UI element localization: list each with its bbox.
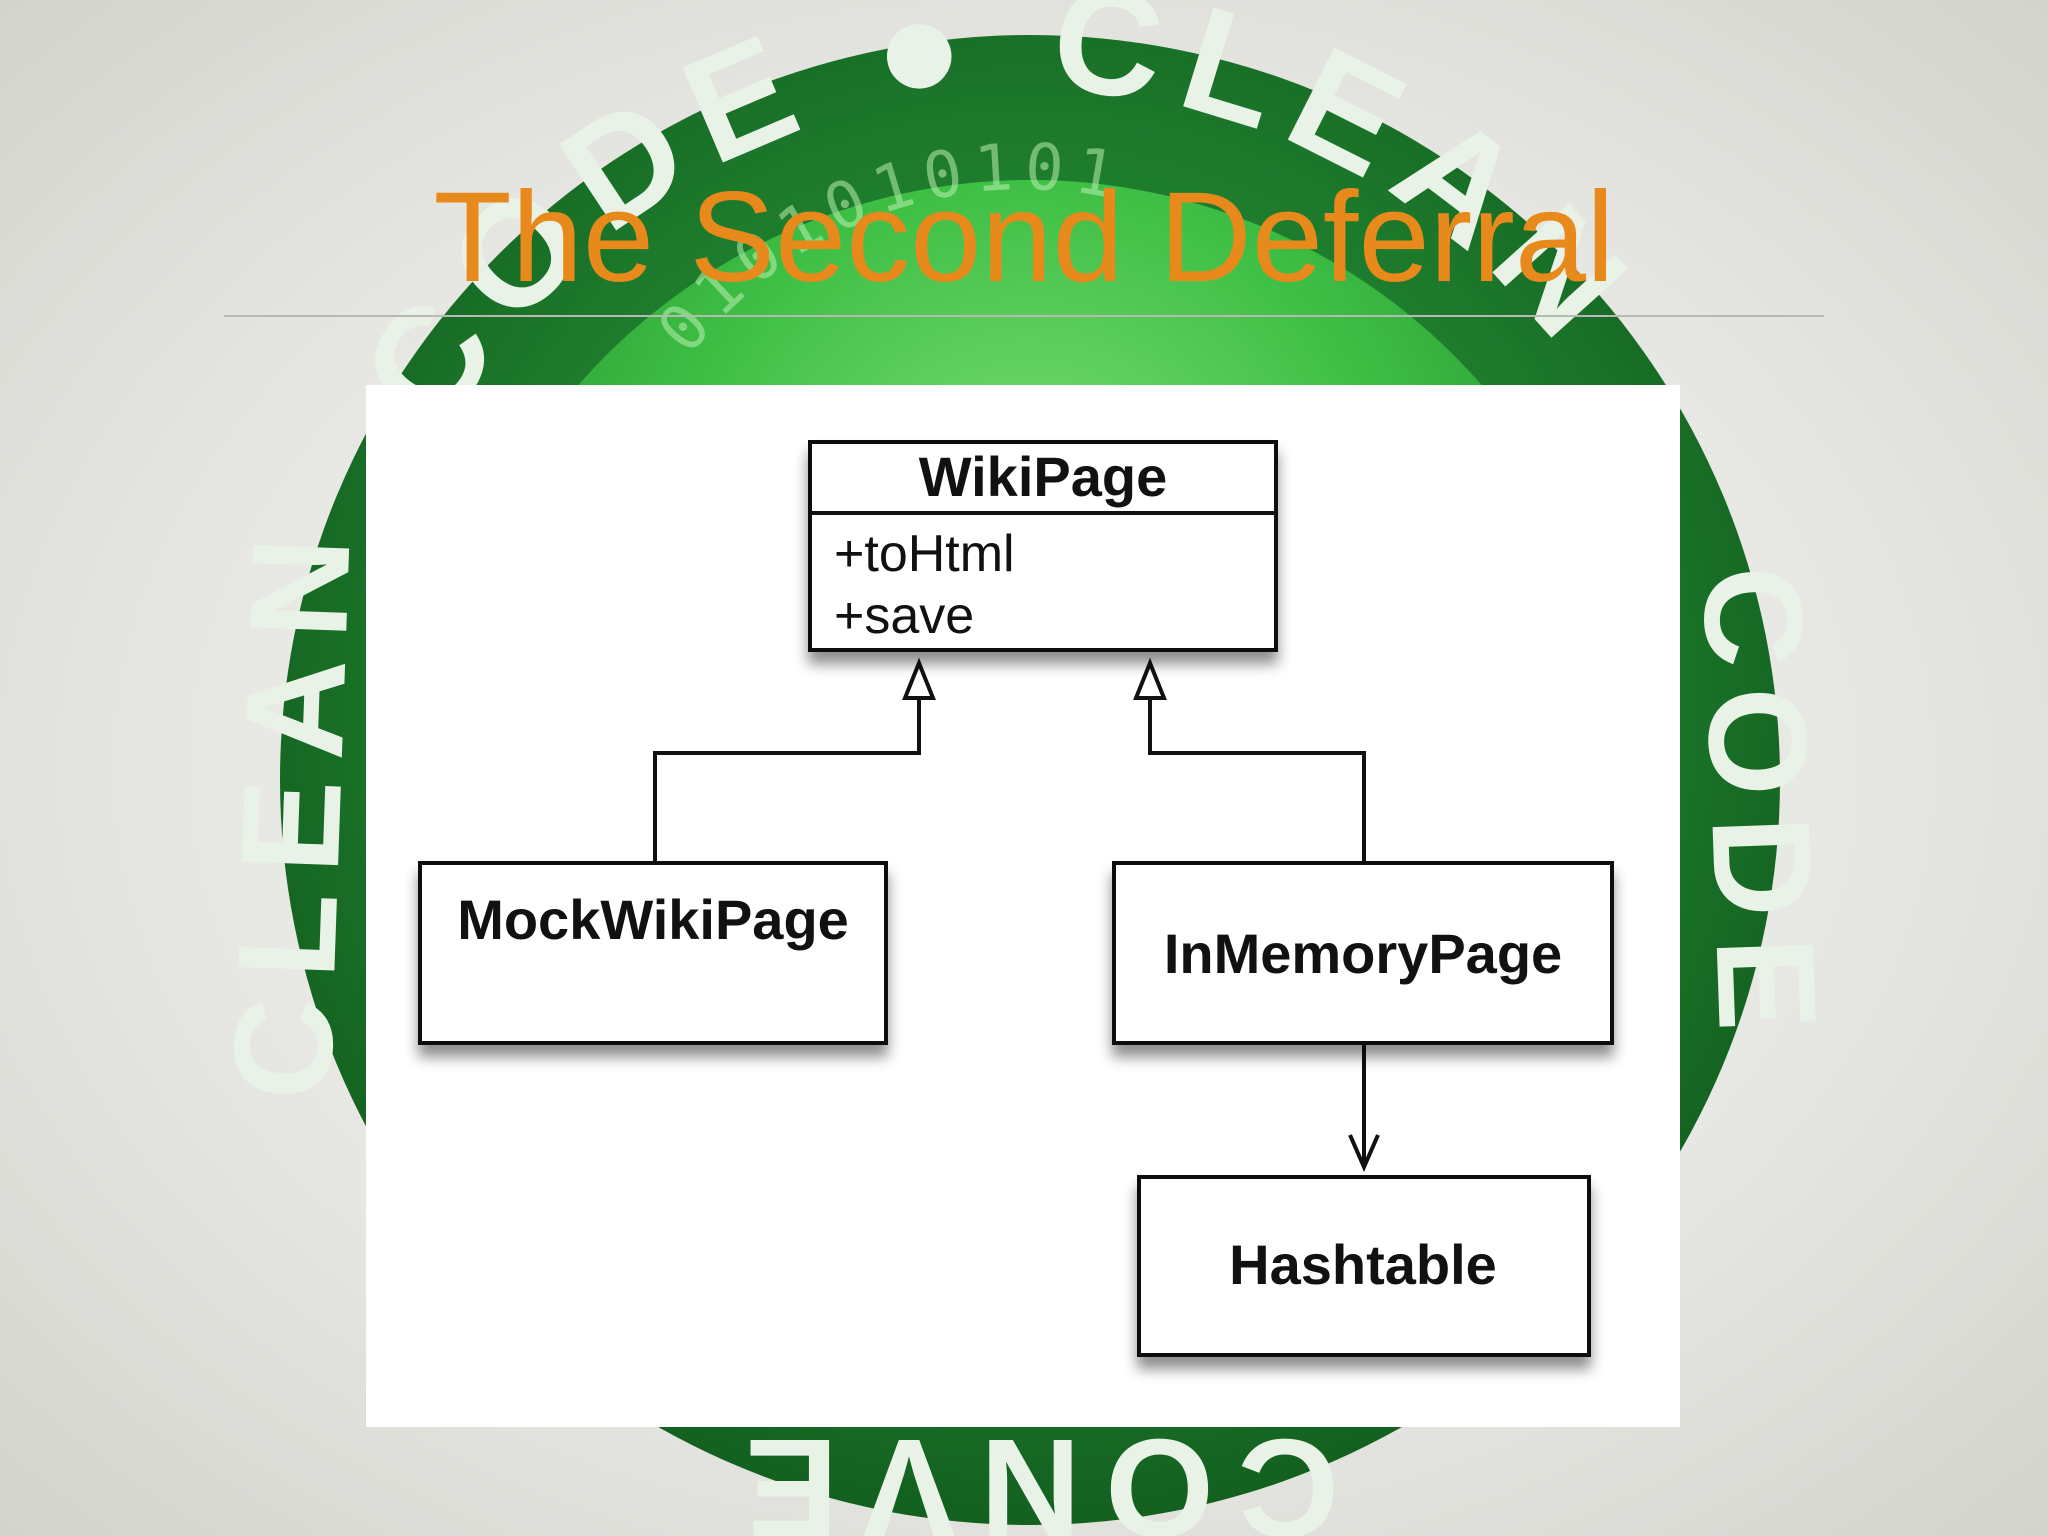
class-name-wikipage: WikiPage — [919, 445, 1167, 508]
method-tohtml: +toHtml — [834, 525, 1015, 583]
uml-diagram-panel: WikiPage +toHtml +save MockWikiPage InMe… — [366, 385, 1680, 1427]
uml-class-diagram: WikiPage +toHtml +save MockWikiPage InMe… — [418, 440, 1614, 1357]
badge-left-text: CLEAN — [203, 515, 380, 1102]
class-box-hashtable: Hashtable — [1137, 1175, 1591, 1357]
method-save: +save — [834, 587, 974, 645]
class-box-mockwikipage: MockWikiPage — [418, 861, 888, 1045]
title-divider — [224, 315, 1824, 317]
inheritance-connector-inmemorypage — [1133, 657, 1366, 863]
class-name-inmemorypage: InMemoryPage — [1164, 922, 1562, 985]
class-box-inmemorypage: InMemoryPage — [1112, 861, 1614, 1045]
badge-bottom-text: CONVE — [721, 1410, 1339, 1536]
class-box-wikipage: WikiPage +toHtml +save — [808, 440, 1278, 652]
slide-title: The Second Deferral — [433, 166, 1615, 309]
class-name-mockwikipage: MockWikiPage — [457, 888, 849, 951]
badge-right-text: CODE — [1674, 563, 1848, 1053]
association-arrow-hashtable — [1348, 1043, 1380, 1172]
class-name-hashtable: Hashtable — [1229, 1233, 1497, 1296]
inheritance-connector-mockwikipage — [653, 657, 936, 863]
